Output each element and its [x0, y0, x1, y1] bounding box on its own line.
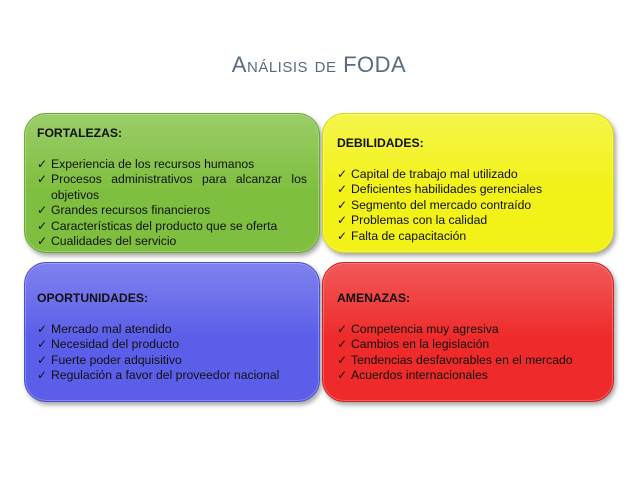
- oportunidades-header: OPORTUNIDADES:: [37, 291, 149, 305]
- fortalezas-list: ✓Experiencia de los recursos humanos ✓Pr…: [37, 157, 307, 250]
- debilidades-header: DEBILIDADES:: [337, 136, 424, 150]
- checkmark-icon: ✓: [337, 166, 348, 181]
- checkmark-icon: ✓: [337, 182, 348, 196]
- fortalezas-box: FORTALEZAS: ✓Experiencia de los recursos…: [24, 113, 320, 253]
- amenazas-header: AMENAZAS:: [337, 291, 411, 305]
- checkmark-icon: ✓: [37, 218, 48, 233]
- list-item: ✓Problemas con la calidad: [337, 213, 488, 227]
- title-rest: nálisis de: [246, 52, 344, 77]
- debilidades-list: ✓Capital de trabajo mal utilizado ✓Defic…: [335, 167, 601, 245]
- checkmark-icon: ✓: [37, 172, 48, 186]
- checkmark-icon: ✓: [337, 368, 348, 382]
- title-emphasis: FODA: [343, 52, 407, 77]
- oportunidades-list: ✓Mercado mal atendido ✓Necesidad del pro…: [37, 322, 307, 384]
- list-item: ✓Cambios en la legislación: [337, 337, 490, 351]
- list-item: ✓Necesidad del producto: [37, 337, 180, 351]
- list-item: ✓Grandes recursos financieros: [37, 203, 211, 217]
- list-item: ✓Deficientes habilidades gerenciales: [337, 182, 543, 196]
- checkmark-icon: ✓: [337, 321, 348, 336]
- checkmark-icon: ✓: [337, 352, 348, 367]
- debilidades-box: DEBILIDADES: ✓Capital de trabajo mal uti…: [322, 113, 614, 253]
- checkmark-icon: ✓: [37, 368, 48, 382]
- checkmark-icon: ✓: [37, 321, 48, 336]
- list-item: ✓Falta de capacitación: [337, 228, 467, 243]
- list-item: ✓Mercado mal atendido: [37, 321, 172, 336]
- amenazas-list: ✓Competencia muy agresiva ✓Cambios en la…: [335, 322, 601, 384]
- checkmark-icon: ✓: [37, 234, 48, 248]
- list-item: ✓Características del producto que se ofe…: [37, 218, 278, 233]
- checkmark-icon: ✓: [337, 337, 348, 351]
- checkmark-icon: ✓: [337, 213, 348, 227]
- list-item: ✓Segmento del mercado contraído: [337, 197, 532, 212]
- list-item: ✓Fuerte poder adquisitivo: [37, 352, 182, 367]
- list-item: ✓Competencia muy agresiva: [337, 321, 499, 336]
- fortalezas-header: FORTALEZAS:: [37, 126, 123, 140]
- title-initial: A: [231, 52, 247, 77]
- checkmark-icon: ✓: [337, 228, 348, 243]
- list-item: ✓Cualidades del servicio: [37, 234, 177, 248]
- list-item: ✓Acuerdos internacionales: [337, 368, 488, 382]
- list-item: ✓Capital de trabajo mal utilizado: [337, 166, 518, 181]
- checkmark-icon: ✓: [37, 203, 48, 217]
- amenazas-box: AMENAZAS: ✓Competencia muy agresiva ✓Cam…: [322, 262, 614, 402]
- checkmark-icon: ✓: [37, 156, 48, 171]
- checkmark-icon: ✓: [337, 197, 348, 212]
- checkmark-icon: ✓: [37, 337, 48, 351]
- list-item: ✓Regulación a favor del proveedor nacion…: [37, 368, 280, 382]
- list-item: ✓Tendencias desfavorables en el mercado: [337, 352, 573, 367]
- checkmark-icon: ✓: [37, 352, 48, 367]
- page-title: Análisis de FODA: [0, 52, 638, 78]
- list-item: ✓Procesos administrativos para alcanzar …: [37, 172, 307, 202]
- oportunidades-box: OPORTUNIDADES: ✓Mercado mal atendido ✓Ne…: [24, 262, 320, 402]
- list-item: ✓Experiencia de los recursos humanos: [37, 156, 255, 171]
